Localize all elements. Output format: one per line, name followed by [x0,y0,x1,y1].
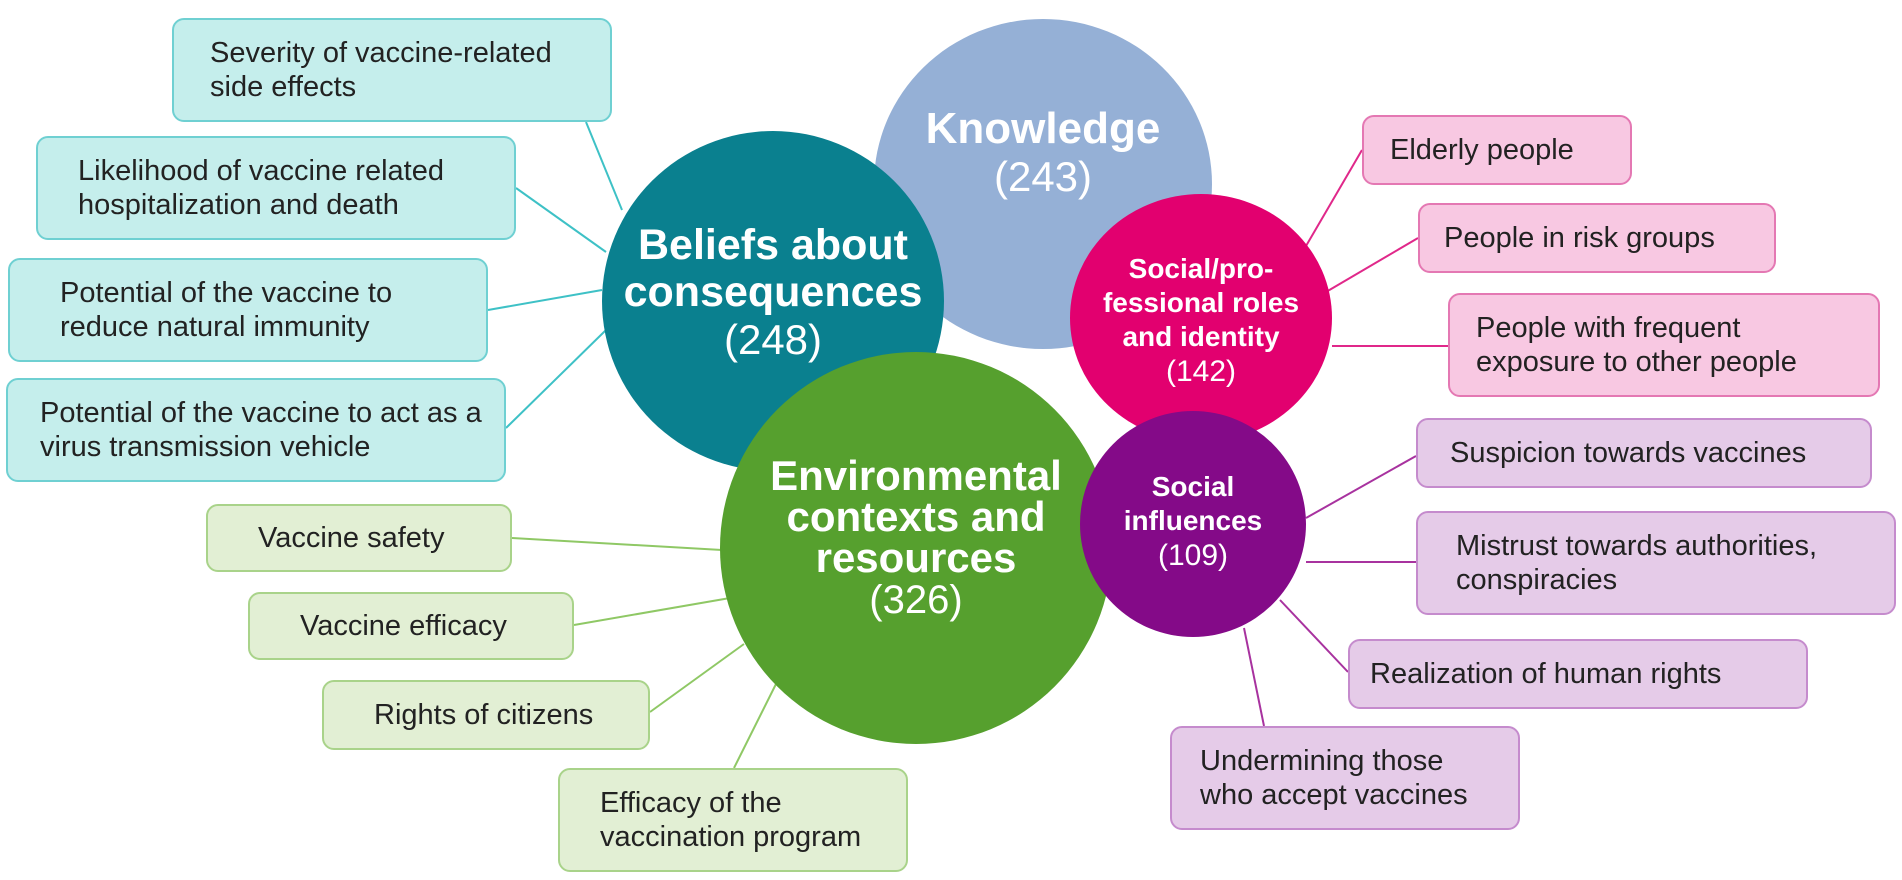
social-influences-item-box: Realization of human rights [1348,639,1808,709]
beliefs-item-label: Potential of the vaccine to reduce natur… [60,277,393,343]
beliefs-item-box: Severity of vaccine-related side effects [172,18,612,122]
social-roles-circle: Social/pro-fessional roles and identity … [1070,194,1332,442]
social-influences-item-label: Undermining those who accept vaccines [1200,745,1468,811]
social-roles-item-label: People in risk groups [1444,222,1715,254]
environmental-title: Environmental contexts and resources [770,451,1062,581]
social-influences-circle: Social influences (109) [1080,411,1306,637]
connector-beliefs-1 [515,187,607,253]
environmental-item-box: Vaccine efficacy [248,592,574,660]
connector-beliefs-3 [505,329,607,429]
environmental-count: (326) [869,577,963,622]
beliefs-count: (248) [723,316,823,363]
social-influences-title: Social influences [1123,471,1263,536]
connector-roles-1 [1325,237,1419,293]
environmental-item-label: Efficacy of the vaccination program [600,787,862,853]
connector-environmental-2 [649,643,745,713]
connector-roles-0 [1305,149,1363,247]
social-influences-item-box: Mistrust towards authorities, conspiraci… [1416,511,1896,615]
environmental-item-box: Rights of citizens [322,680,650,750]
social-roles-title: Social/pro-fessional roles and identity [1102,253,1300,352]
knowledge-count: (243) [993,153,1093,200]
beliefs-item-box: Potential of the vaccine to act as a vir… [6,378,506,482]
social-influences-item-box: Suspicion towards vaccines [1416,418,1872,488]
connector-beliefs-2 [487,289,603,311]
connector-influences-0 [1305,455,1417,519]
social-roles-item-box: People with frequent exposure to other p… [1448,293,1880,397]
social-roles-item-box: People in risk groups [1418,203,1776,273]
beliefs-item-box: Likelihood of vaccine related hospitaliz… [36,136,516,240]
environmental-item-box: Vaccine safety [206,504,512,572]
connector-environmental-1 [573,597,731,626]
beliefs-title: Beliefs about consequences [623,221,923,316]
social-influences-count: (109) [1157,539,1229,572]
social-influences-item-label: Realization of human rights [1370,658,1722,690]
beliefs-item-label: Likelihood of vaccine related hospitaliz… [78,155,444,221]
environmental-circle: Environmental contexts and resources (32… [720,352,1112,744]
social-influences-item-label: Suspicion towards vaccines [1450,437,1807,469]
beliefs-item-label: Severity of vaccine-related side effects [210,37,552,103]
beliefs-item-label: Potential of the vaccine to act as a vir… [40,397,482,463]
social-influences-item-label: Mistrust towards authorities, conspiraci… [1456,530,1818,596]
connector-influences-3 [1243,627,1265,727]
environmental-item-box: Efficacy of the vaccination program [558,768,908,872]
social-roles-item-label: Elderly people [1390,134,1574,166]
social-influences-item-box: Undermining those who accept vaccines [1170,726,1520,830]
connector-beliefs-0 [585,121,623,211]
environmental-item-label: Vaccine safety [258,522,445,554]
connector-influences-2 [1279,599,1349,673]
environmental-item-label: Vaccine efficacy [300,610,507,642]
knowledge-title: Knowledge [925,104,1161,153]
environmental-item-label: Rights of citizens [374,699,594,731]
social-roles-item-box: Elderly people [1362,115,1632,185]
social-roles-item-label: People with frequent exposure to other p… [1476,312,1797,378]
connector-environmental-3 [733,683,777,769]
beliefs-item-box: Potential of the vaccine to reduce natur… [8,258,488,362]
connector-environmental-0 [511,537,723,551]
social-roles-count: (142) [1165,355,1237,388]
